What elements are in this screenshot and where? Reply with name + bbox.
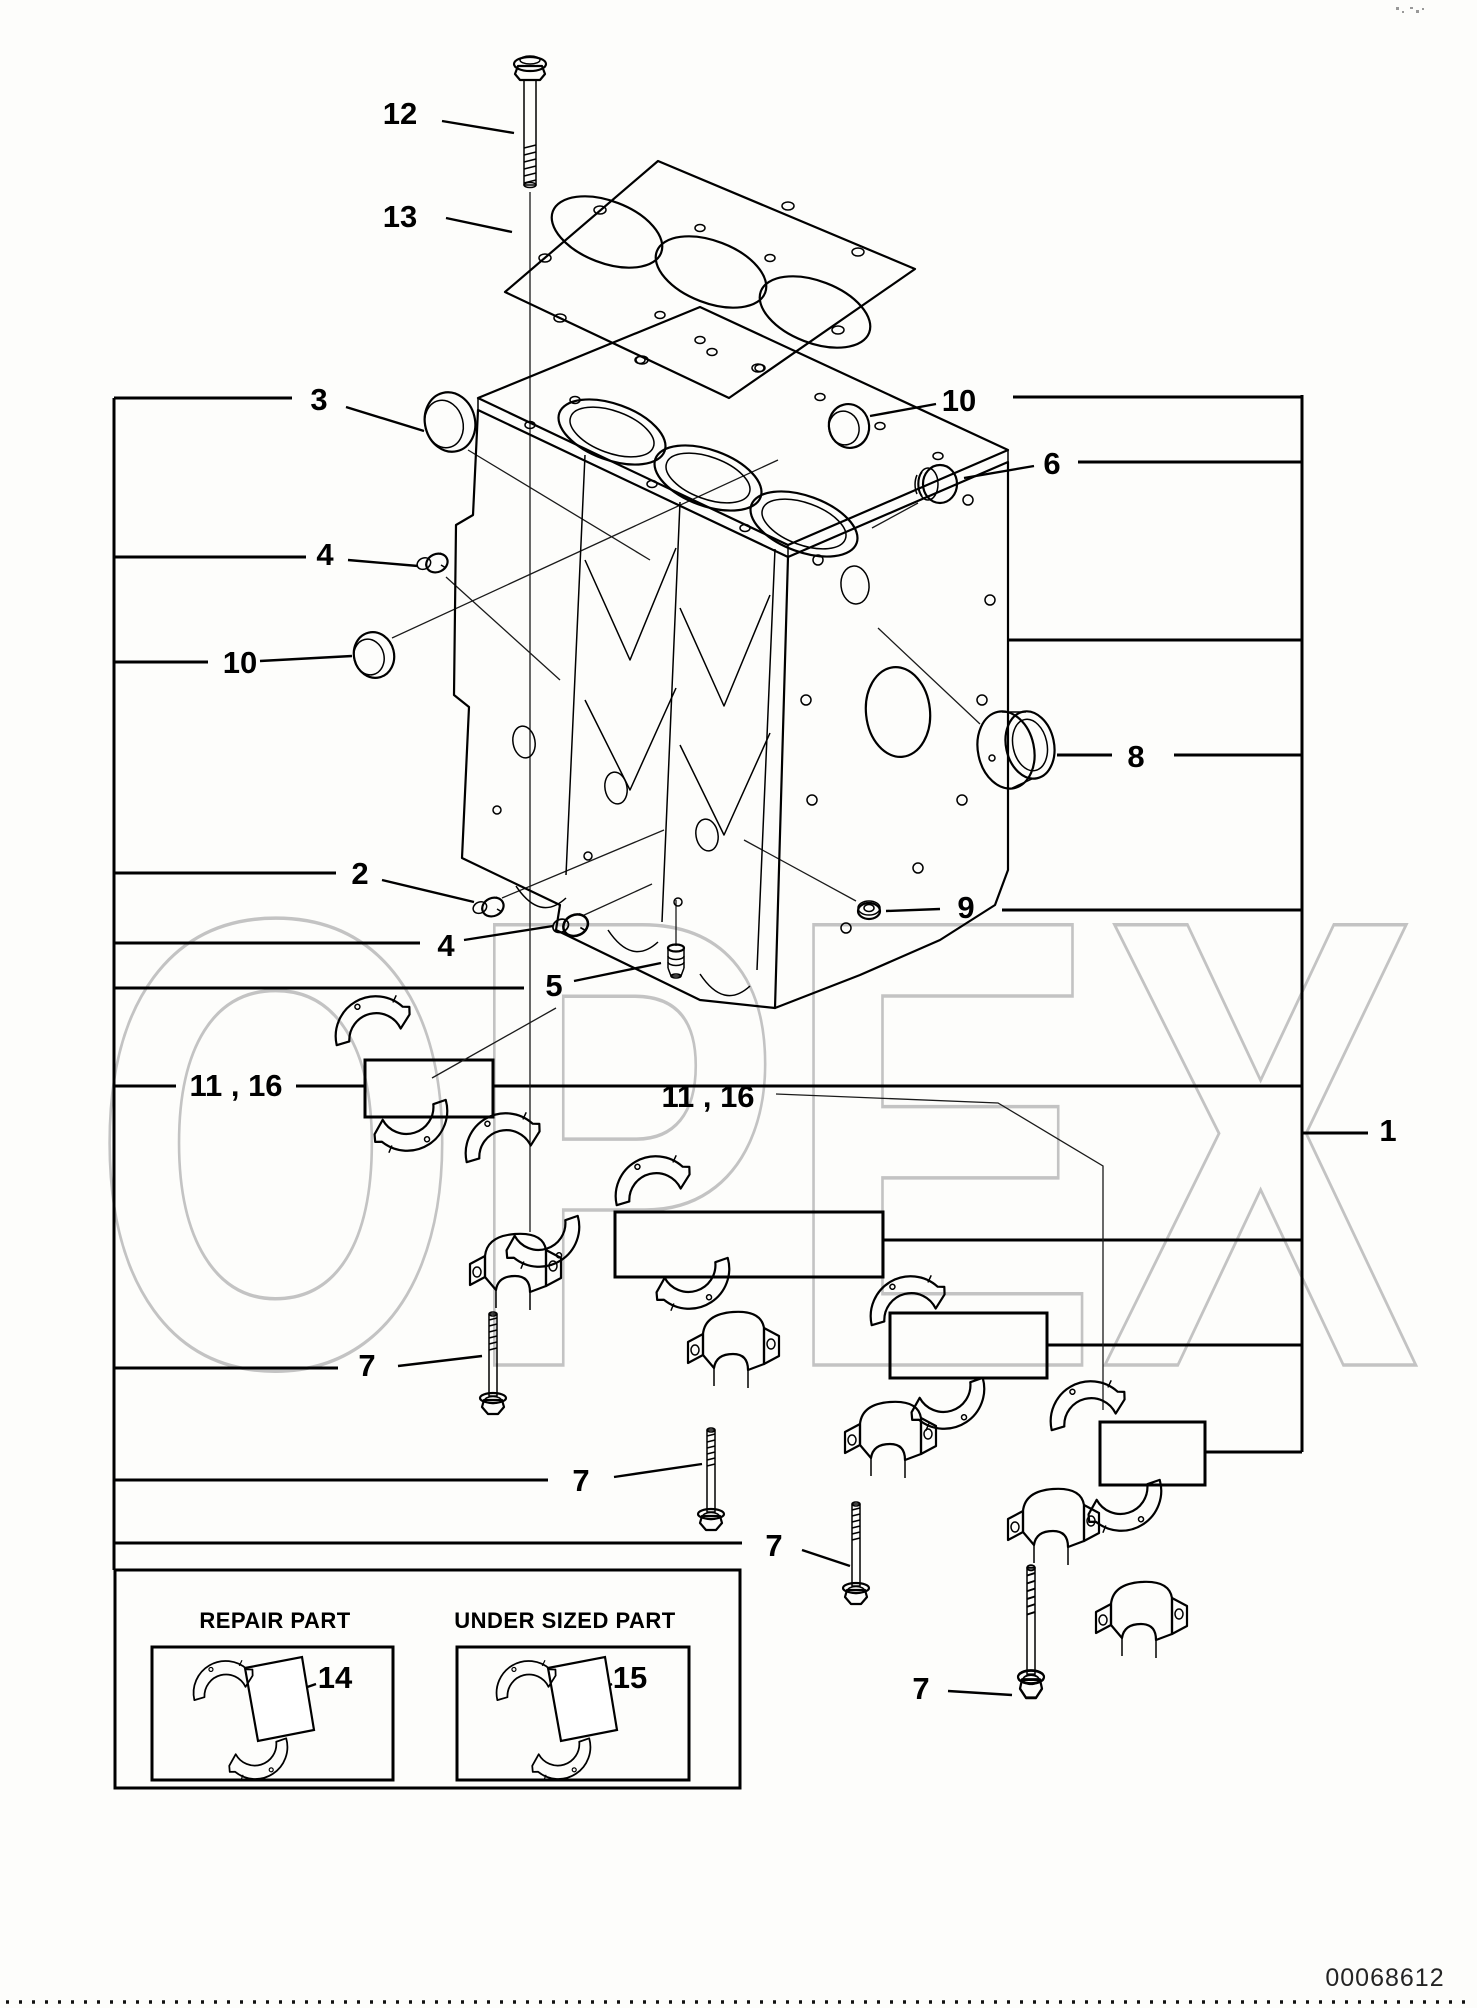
callout-14: 14	[318, 1660, 353, 1695]
repair-part-card	[243, 1655, 316, 1743]
callout-4-lower: 4	[437, 928, 455, 963]
repair-part-box	[150, 1645, 395, 1782]
nut-9	[856, 900, 882, 921]
callout-11-16-left: 11 , 16	[189, 1068, 282, 1103]
cylinder-head-bolt	[512, 55, 548, 189]
callout-labels: 12 13 3 4 10 2 4 5 11 , 16 11 , 16 7 7 7…	[189, 96, 1396, 1706]
gallery-plug-5	[666, 943, 686, 979]
callout-4-upper: 4	[316, 537, 334, 572]
spare-parts-panel: REPAIR PART UNDER SIZED PART	[113, 1568, 742, 1793]
callout-11-16-right: 11 , 16	[661, 1079, 754, 1114]
undersized-part-box	[455, 1645, 691, 1782]
cup-plug-3	[423, 391, 477, 453]
callout-6: 6	[1043, 446, 1060, 481]
screw-plug-4-upper	[414, 549, 452, 577]
callout-7-third: 7	[765, 1528, 782, 1563]
callout-7-first: 7	[358, 1348, 375, 1383]
cylinder-block	[452, 305, 1010, 1010]
callout-12: 12	[383, 96, 417, 131]
document-number: 00068612	[1325, 1964, 1444, 1992]
cup-plug-10-right	[827, 403, 871, 449]
screw-plug-6	[914, 463, 959, 505]
callout-13: 13	[383, 199, 417, 234]
callout-2: 2	[351, 856, 368, 891]
callout-bracket-lines	[112, 395, 1368, 1570]
undersized-part-title: UNDER SIZED PART	[454, 1608, 676, 1633]
callout-7-second: 7	[572, 1463, 589, 1498]
cup-plug-10-left	[352, 631, 396, 679]
head-gasket	[503, 159, 917, 400]
callout-5: 5	[545, 968, 562, 1003]
print-specks	[1396, 7, 1424, 13]
callout-1: 1	[1379, 1113, 1396, 1148]
callout-9: 9	[957, 890, 974, 925]
watermark-text: OPEX	[90, 786, 1422, 1501]
camshaft-bushing-8	[976, 710, 1056, 790]
callout-3: 3	[310, 382, 327, 417]
callout-15: 15	[613, 1660, 647, 1695]
callout-8: 8	[1127, 739, 1144, 774]
repair-part-title: REPAIR PART	[199, 1608, 350, 1633]
callout-10-left: 10	[223, 645, 257, 680]
callout-7-fourth: 7	[912, 1671, 929, 1706]
undersized-part-card	[546, 1655, 619, 1743]
bearing-group-boxes	[363, 1058, 1207, 1487]
callout-10-right: 10	[942, 383, 976, 418]
